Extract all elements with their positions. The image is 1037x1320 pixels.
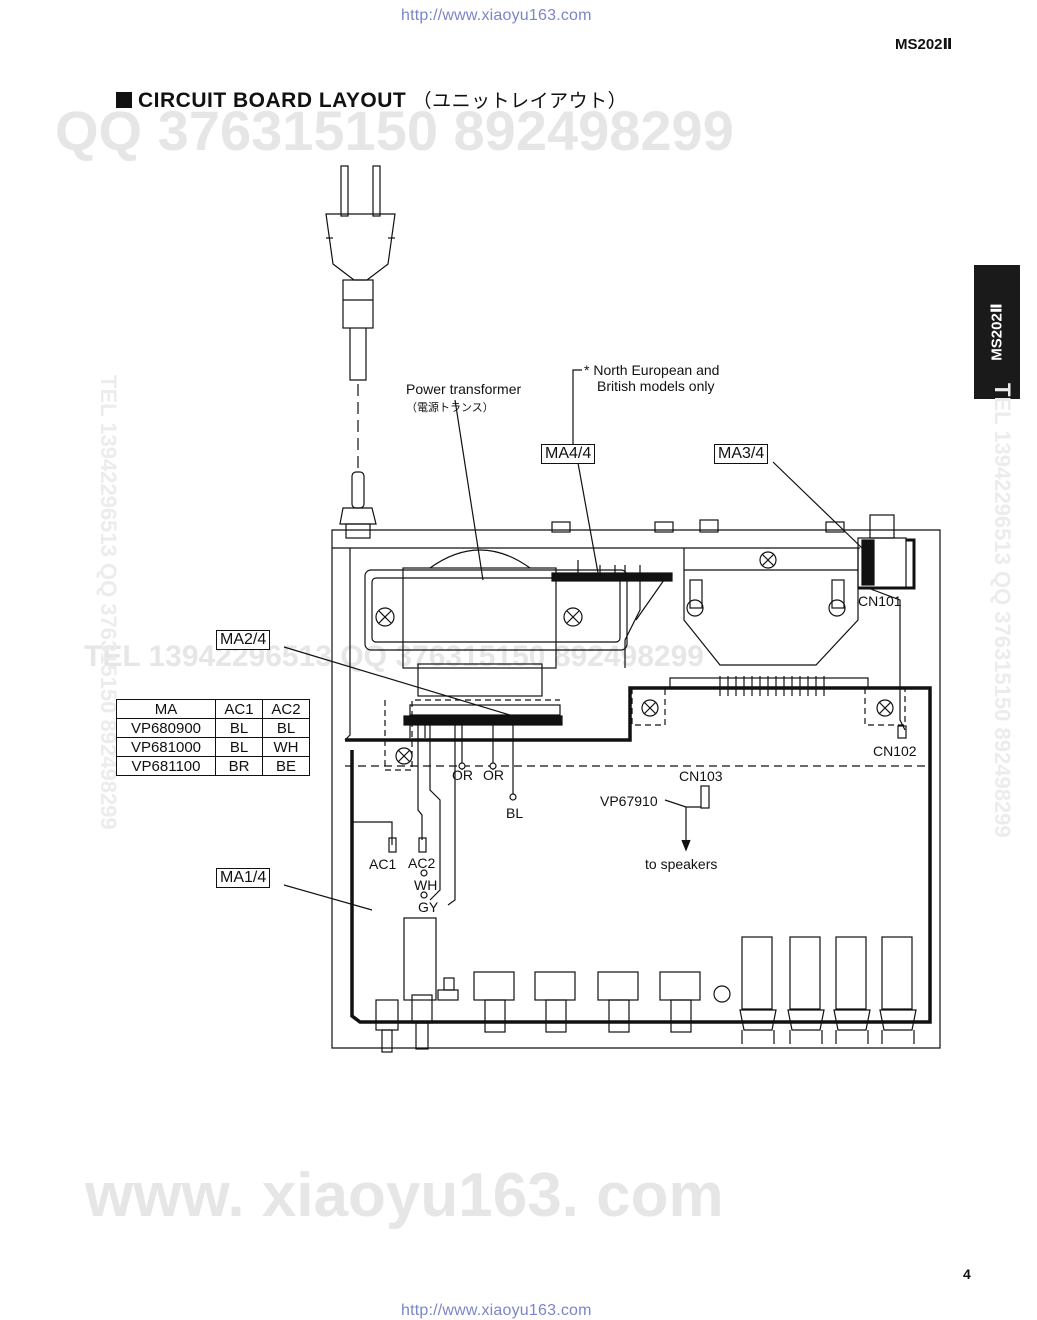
watermark-tel: TEL 13942296513 QQ 376315150 892498299 [84, 640, 704, 673]
label-ac2: AC2 [408, 855, 436, 871]
table-cell: BR [215, 756, 263, 776]
table-row: VP680900 BL BL [116, 718, 310, 738]
model-code: MS202Ⅱ [895, 36, 953, 53]
cord-bushing [339, 471, 377, 539]
side-tab: MS202Ⅱ [974, 265, 1020, 399]
chassis [331, 519, 941, 1049]
table-cell: VP681100 [116, 756, 216, 776]
leader-lines [283, 369, 863, 911]
label-cn102: CN102 [873, 743, 917, 759]
screw-icon [713, 985, 731, 1003]
title-square-icon [116, 92, 132, 108]
speaker-terminals [739, 936, 917, 1044]
label-to-speakers: to speakers [645, 856, 718, 872]
top-url: http://www.xiaoyu163.com [401, 7, 592, 24]
title-text: CIRCUIT BOARD LAYOUT [138, 89, 407, 112]
label-ma14: MA1/4 [216, 868, 271, 888]
page-title: CIRCUIT BOARD LAYOUT （ユニットレイアウト） [116, 86, 627, 113]
label-north-european-2: British models only [597, 378, 715, 394]
label-power-transformer-jp: （電源トランス） [406, 402, 494, 414]
ac-plug [325, 165, 396, 381]
table-row: VP681100 BR BE [116, 756, 310, 776]
watermark-site: www. xiaoyu163. com [85, 1161, 724, 1230]
ma3-board [683, 548, 859, 666]
table-cell: BL [262, 718, 310, 738]
label-ma44: MA4/4 [541, 444, 596, 464]
label-bl: BL [506, 805, 524, 821]
ma1-board-outline [345, 686, 932, 1024]
page-number: 4 [963, 1266, 971, 1282]
power-switch [375, 977, 459, 1053]
table-cell: BL [215, 737, 263, 757]
wires [352, 587, 907, 906]
label-gy: GY [418, 899, 439, 915]
table-header-cell: AC1 [215, 699, 263, 719]
table-row: VP681000 BL WH [116, 737, 310, 757]
ma2-board [395, 699, 894, 765]
table-cell: VP681000 [116, 737, 216, 757]
ma-wire-color-table: MA AC1 AC2 VP680900 BL BL VP681000 BL WH… [116, 699, 310, 776]
power-transformer [364, 549, 628, 697]
label-ma24: MA2/4 [216, 630, 271, 650]
label-or-2: OR [483, 767, 504, 783]
table-header-row: MA AC1 AC2 [116, 699, 310, 719]
label-power-transformer: Power transformer [406, 381, 522, 397]
bottom-url: http://www.xiaoyu163.com [401, 1302, 592, 1319]
label-cn101: CN101 [858, 593, 902, 609]
fuse-holder [403, 917, 437, 1001]
table-cell: WH [262, 737, 310, 757]
table-cell: BL [215, 718, 263, 738]
label-ac1: AC1 [369, 856, 397, 872]
heatsink-fins [669, 676, 869, 696]
table-header-cell: AC2 [262, 699, 310, 719]
cn103-connector [664, 785, 710, 852]
label-wh: WH [414, 877, 438, 893]
table-cell: BE [262, 756, 310, 776]
watermark-qq: QQ 376315150 892498299 [55, 99, 734, 162]
ma4-board [551, 560, 673, 668]
label-or-1: OR [452, 767, 473, 783]
cn101-connector [857, 514, 916, 590]
label-ma34: MA3/4 [714, 444, 769, 464]
table-header-cell: MA [116, 699, 216, 719]
label-north-european-1: * North European and [584, 362, 720, 378]
label-cn103: CN103 [679, 768, 723, 784]
title-jp: （ユニットレイアウト） [412, 91, 628, 112]
input-connectors [473, 971, 701, 1033]
label-vp67910: VP67910 [600, 793, 658, 809]
table-cell: VP680900 [116, 718, 216, 738]
